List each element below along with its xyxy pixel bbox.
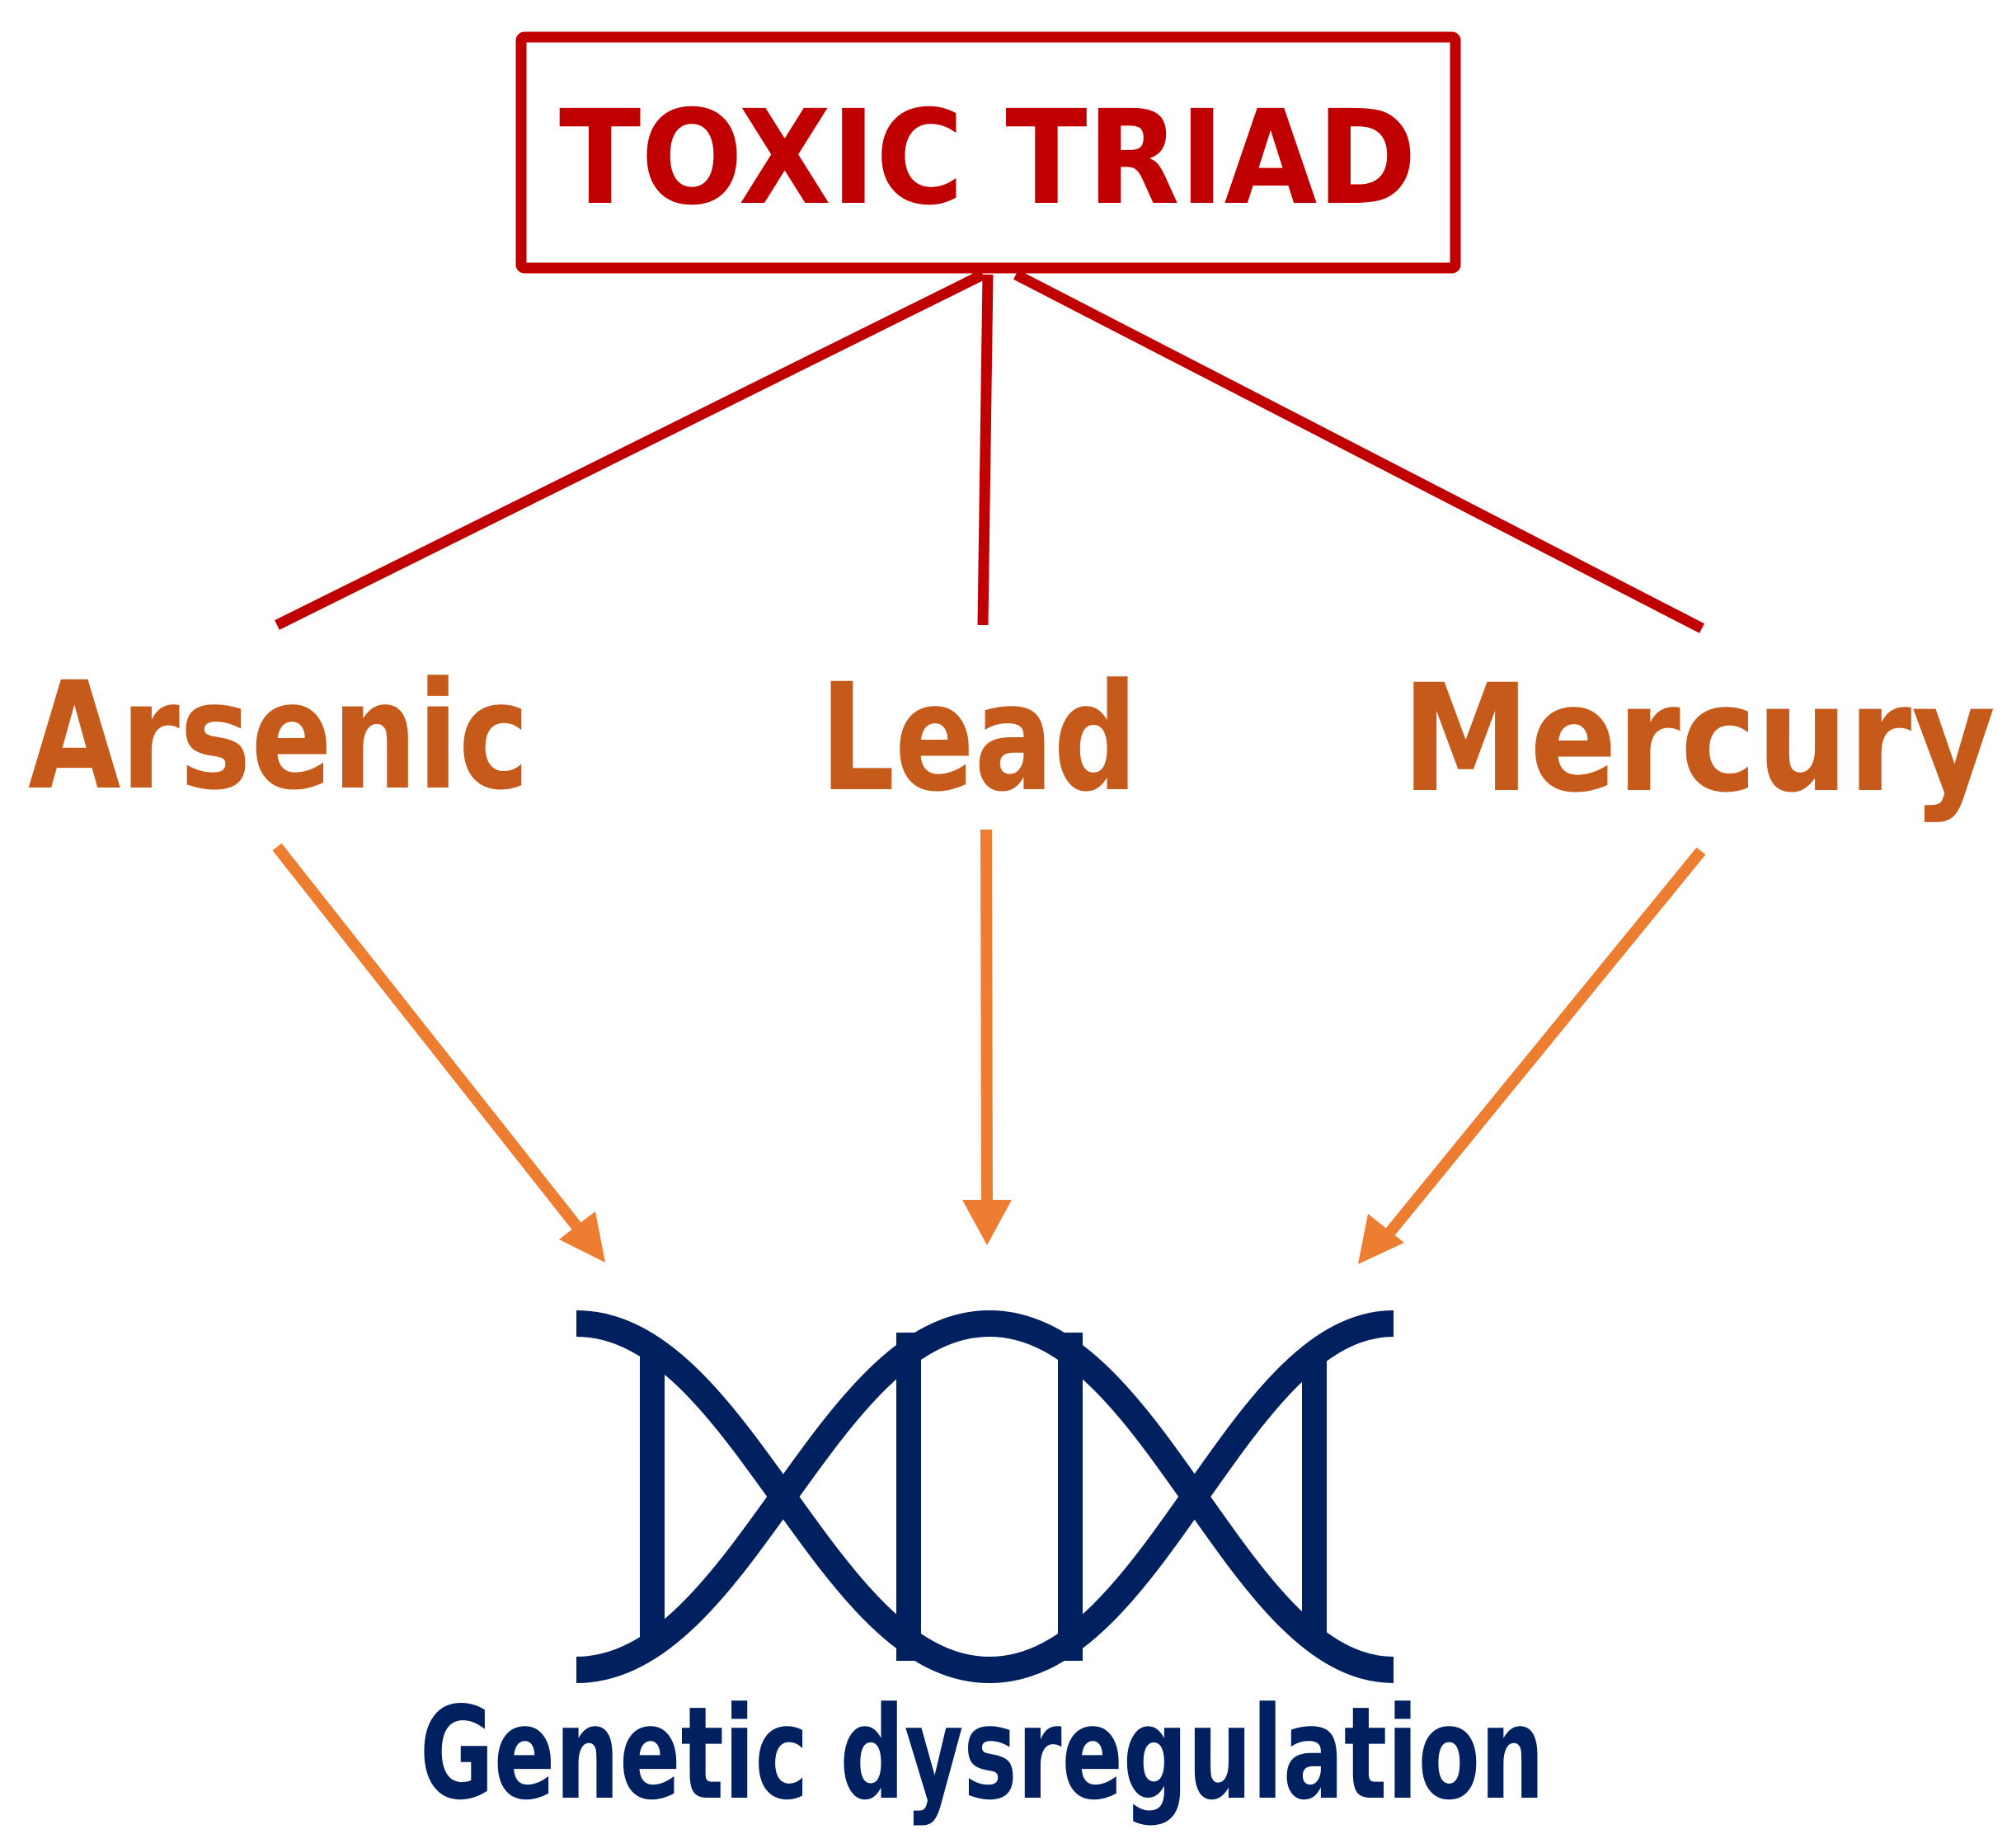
connector-arsenic xyxy=(275,270,985,630)
dna-helix-icon xyxy=(576,1310,1394,1684)
arrow-lead xyxy=(962,829,1012,1245)
title-box xyxy=(515,31,1461,274)
arrow-arsenic xyxy=(272,843,605,1263)
diagram-title: TOXIC TRIAD xyxy=(559,82,1417,234)
connector-mercury xyxy=(1013,270,1704,633)
metal-label-arsenic: Arsenic xyxy=(28,651,529,823)
outcome-label: Genetic dysregulation xyxy=(420,1679,1544,1828)
metal-label-lead: Lead xyxy=(820,652,1138,825)
metal-label-mercury: Mercury xyxy=(1402,653,1995,825)
connector-lead xyxy=(977,274,994,626)
arrow-mercury xyxy=(1358,847,1706,1264)
